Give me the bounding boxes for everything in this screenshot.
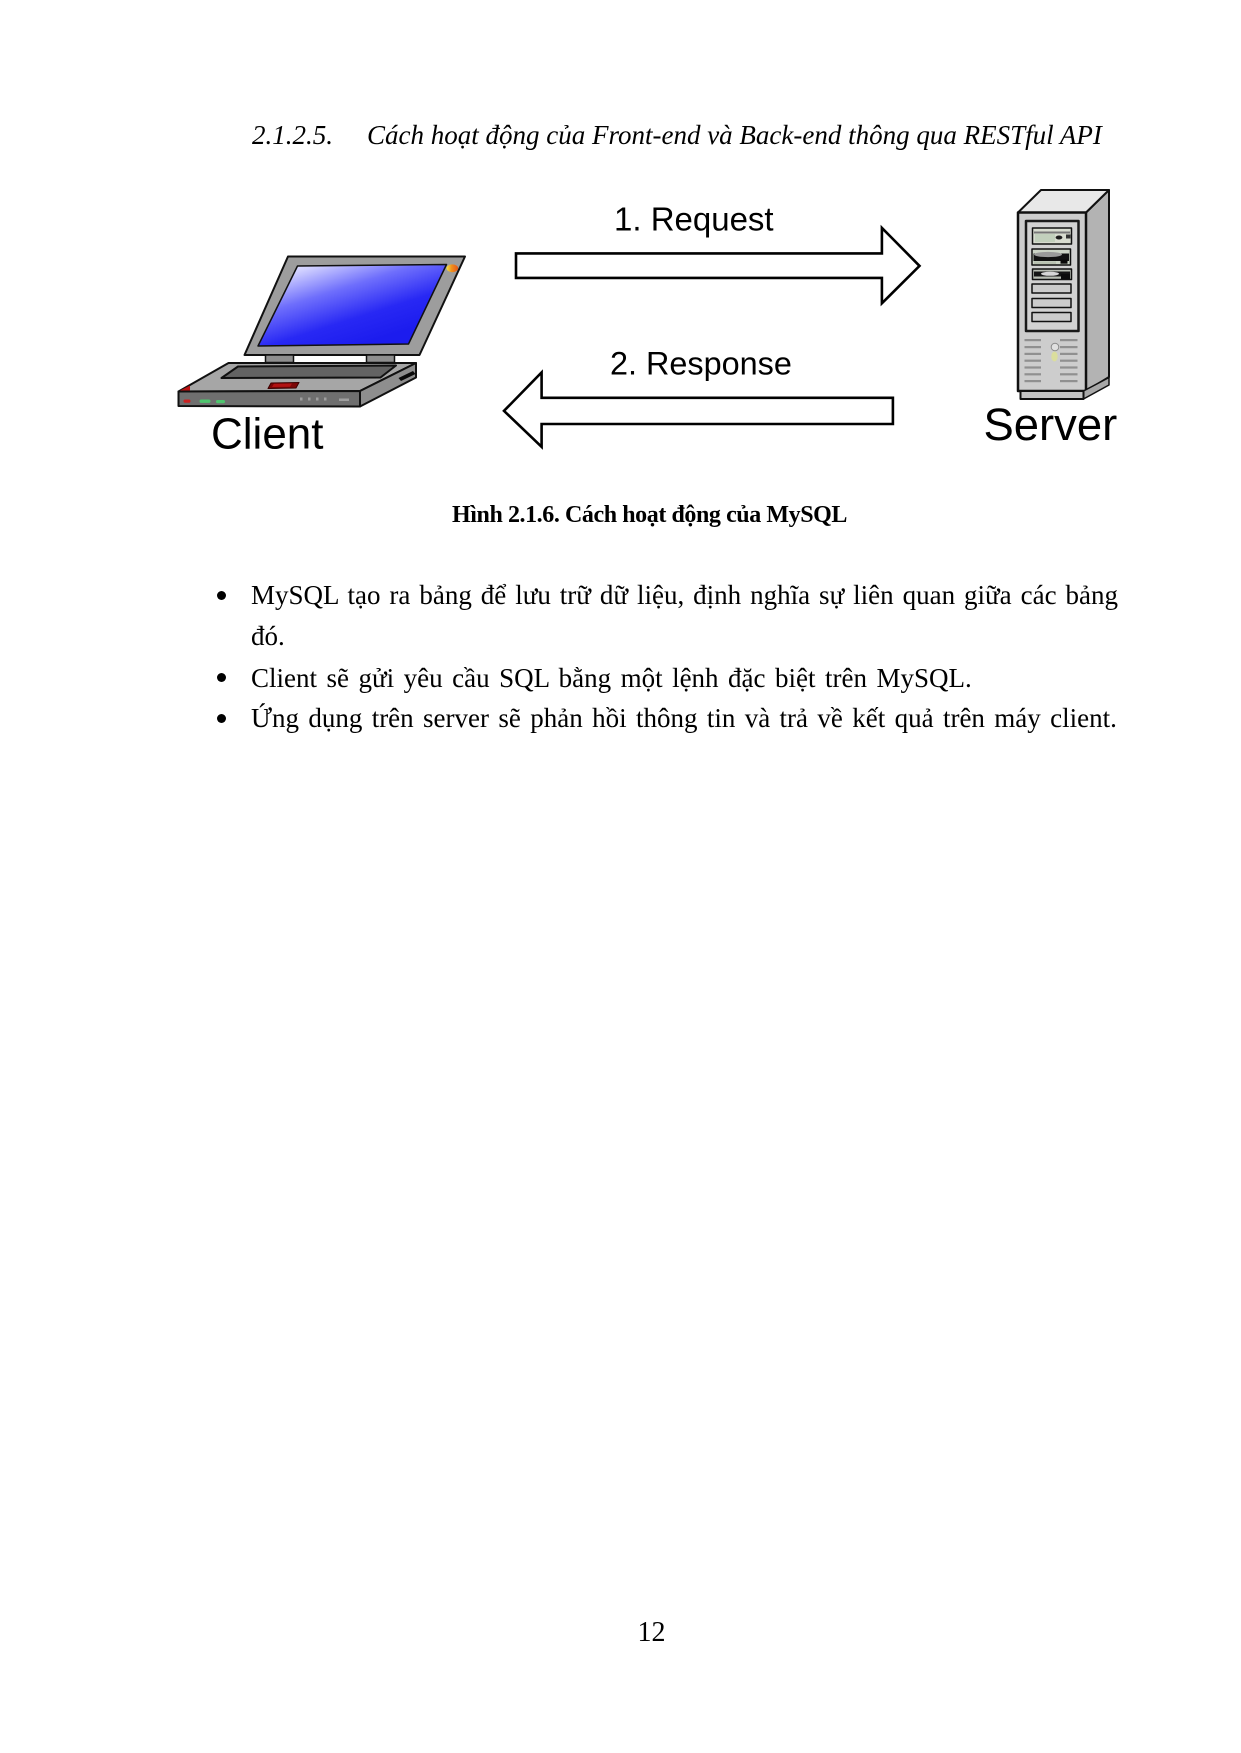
- svg-text:Server: Server: [984, 399, 1118, 450]
- svg-text:Client: Client: [211, 410, 324, 459]
- svg-text:2. Response: 2. Response: [610, 346, 792, 382]
- svg-text:1. Request: 1. Request: [614, 201, 774, 238]
